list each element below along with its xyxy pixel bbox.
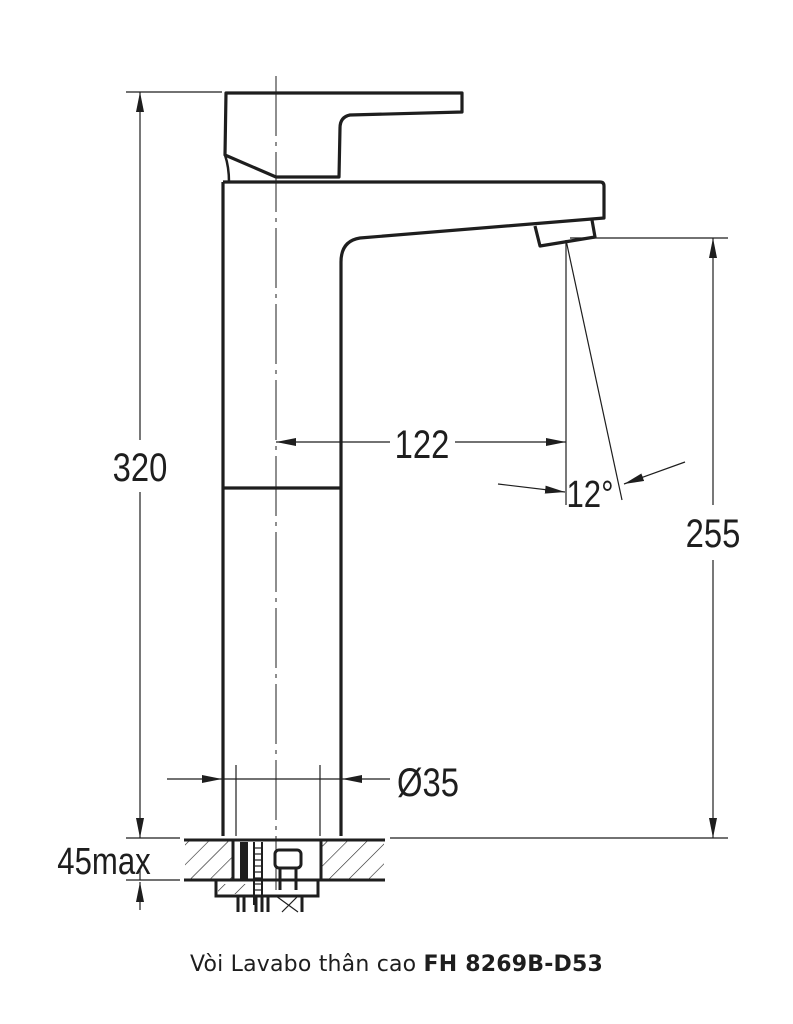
dimension-lines xyxy=(126,91,728,910)
handle-base xyxy=(223,154,231,183)
body-spout xyxy=(223,180,606,836)
dimension-label-spout-height: 255 xyxy=(686,511,741,556)
model-code: FH 8269B-D53 xyxy=(423,952,604,977)
product-name: Vòi Lavabo thân cao xyxy=(189,952,417,977)
dimension-label-total-height: 320 xyxy=(113,445,168,490)
dimension-label-spout-reach: 122 xyxy=(395,422,450,467)
product-caption: Vòi Lavabo thân cao FH 8269B-D53 xyxy=(0,952,793,977)
handle-lever xyxy=(223,91,464,179)
faucet-body xyxy=(221,91,606,836)
deck-mounting xyxy=(184,838,385,913)
aerator xyxy=(533,219,597,248)
dimension-label-spout-angle: 12° xyxy=(566,474,613,516)
dimension-label-deck-thickness: 45max xyxy=(57,841,150,883)
dimension-label-body-diameter: Ø35 xyxy=(397,760,459,805)
